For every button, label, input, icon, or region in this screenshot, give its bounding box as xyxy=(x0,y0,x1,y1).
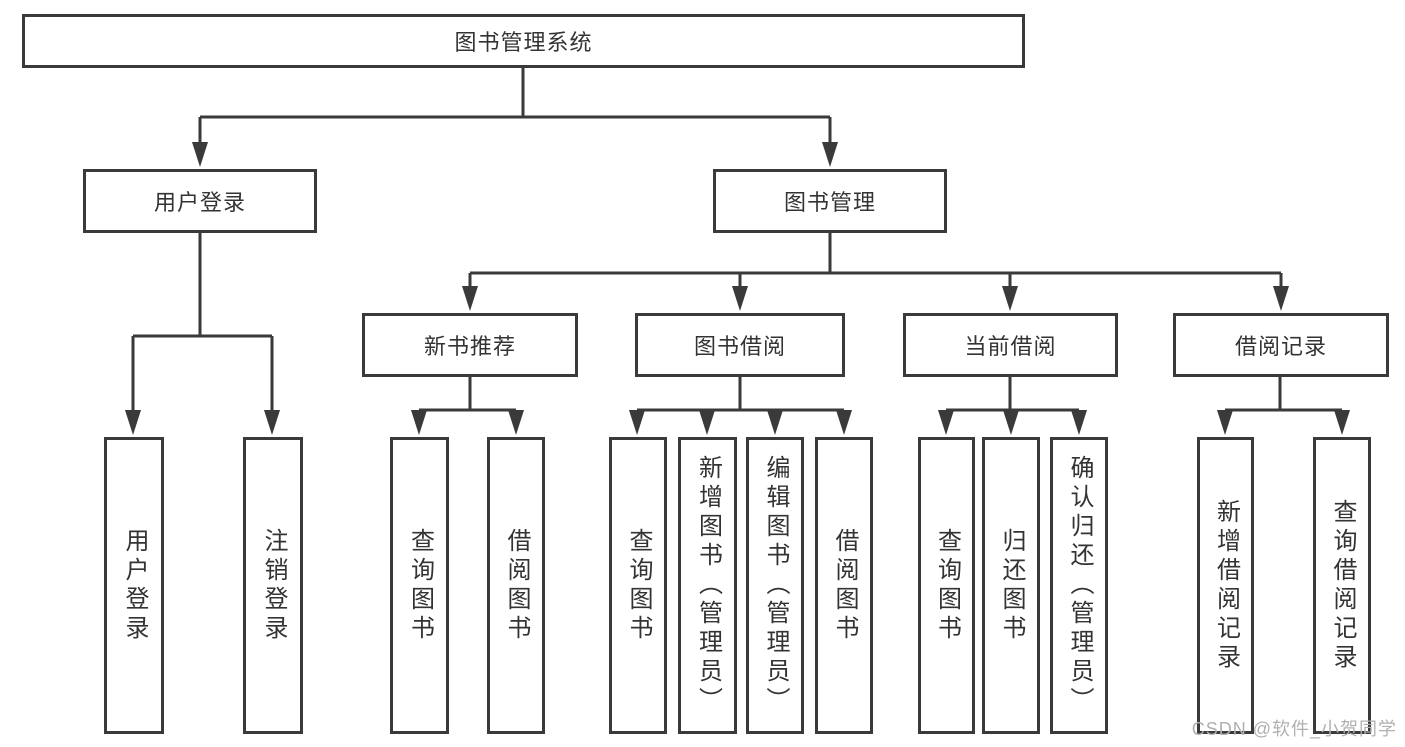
arrowhead-icon xyxy=(629,410,645,435)
node-borrow-record-label: 借阅记录 xyxy=(1234,334,1327,359)
arrowhead-icon xyxy=(411,410,427,435)
leaf-edit-book-admin: 编辑图书（管理员） xyxy=(746,437,804,734)
node-borrow-record: 借阅记录 xyxy=(1173,313,1389,377)
arrowhead-icon xyxy=(938,410,954,435)
leaf-confirm-return-admin: 确认归还（管理员） xyxy=(1050,437,1108,734)
connector-current-borrow-children xyxy=(944,377,1081,412)
leaf-current-query-book-label: 查询图书 xyxy=(933,527,961,644)
node-book-borrow: 图书借阅 xyxy=(635,313,845,377)
leaf-recommend-query-book: 查询图书 xyxy=(390,437,449,734)
arrowhead-icon xyxy=(1071,410,1087,435)
leaf-borrow-query-book-label: 查询图书 xyxy=(625,527,652,644)
node-new-book-recommend: 新书推荐 xyxy=(362,313,578,377)
arrowhead-icon xyxy=(1217,410,1233,435)
leaf-add-book-admin-label: 新增图书（管理员） xyxy=(694,455,722,716)
arrowhead-icon xyxy=(125,410,141,435)
leaf-borrow-query-book: 查询图书 xyxy=(609,437,667,734)
leaf-logout: 注销登录 xyxy=(243,437,303,734)
node-book-management: 图书管理 xyxy=(713,169,947,233)
leaf-user-login-label: 用户登录 xyxy=(121,527,148,644)
leaf-add-borrow-record-label: 新增借阅记录 xyxy=(1212,498,1240,673)
leaf-borrow-book-label: 借阅图书 xyxy=(831,527,858,644)
arrowhead-icon xyxy=(1334,410,1350,435)
node-user-login-label: 用户登录 xyxy=(153,190,246,215)
connector-book-management-children xyxy=(468,233,1283,288)
node-book-borrow-label: 图书借阅 xyxy=(693,334,786,359)
arrowhead-icon xyxy=(767,410,783,435)
arrowhead-icon xyxy=(1002,286,1018,311)
leaf-query-borrow-record-label: 查询借阅记录 xyxy=(1329,498,1356,673)
leaf-recommend-borrow-book: 借阅图书 xyxy=(487,437,545,734)
node-root: 图书管理系统 xyxy=(22,14,1025,68)
arrowhead-icon xyxy=(264,410,280,435)
leaf-confirm-return-admin-label: 确认归还（管理员） xyxy=(1066,455,1093,716)
leaf-current-query-book: 查询图书 xyxy=(918,437,975,734)
arrowhead-icon xyxy=(699,410,715,435)
arrowhead-icon xyxy=(192,142,208,167)
node-current-borrow-label: 当前借阅 xyxy=(964,334,1057,359)
arrowhead-icon xyxy=(508,410,524,435)
csdn-watermark: CSDN @软件_小贺同学 xyxy=(1191,719,1397,739)
leaf-return-book: 归还图书 xyxy=(982,437,1040,734)
arrowhead-icon xyxy=(462,286,478,311)
arrowhead-icon xyxy=(1273,286,1289,311)
leaf-recommend-borrow-book-label: 借阅图书 xyxy=(503,527,530,644)
node-new-book-recommend-label: 新书推荐 xyxy=(423,334,516,359)
connector-book-borrow-children xyxy=(635,377,846,412)
node-book-management-label: 图书管理 xyxy=(783,190,876,215)
arrowhead-icon xyxy=(732,286,748,311)
leaf-recommend-query-book-label: 查询图书 xyxy=(406,527,434,644)
connector-borrow-record-children xyxy=(1223,377,1344,412)
leaf-borrow-book: 借阅图书 xyxy=(815,437,873,734)
leaf-query-borrow-record: 查询借阅记录 xyxy=(1313,437,1371,734)
connector-root-to-level2 xyxy=(198,68,832,143)
connector-user-login-children xyxy=(131,233,274,412)
leaf-user-login: 用户登录 xyxy=(104,437,164,734)
leaf-return-book-label: 归还图书 xyxy=(998,527,1025,644)
arrowhead-icon xyxy=(836,410,852,435)
connector-new-book-recommend-children xyxy=(417,377,518,412)
leaf-logout-label: 注销登录 xyxy=(260,527,287,644)
node-user-login: 用户登录 xyxy=(83,169,317,233)
arrowhead-icon xyxy=(1003,410,1019,435)
node-current-borrow: 当前借阅 xyxy=(903,313,1118,377)
node-root-label: 图书管理系统 xyxy=(454,30,593,55)
leaf-edit-book-admin-label: 编辑图书（管理员） xyxy=(762,455,789,716)
arrowhead-icon xyxy=(822,142,838,167)
leaf-add-book-admin: 新增图书（管理员） xyxy=(678,437,737,734)
leaf-add-borrow-record: 新增借阅记录 xyxy=(1197,437,1254,734)
